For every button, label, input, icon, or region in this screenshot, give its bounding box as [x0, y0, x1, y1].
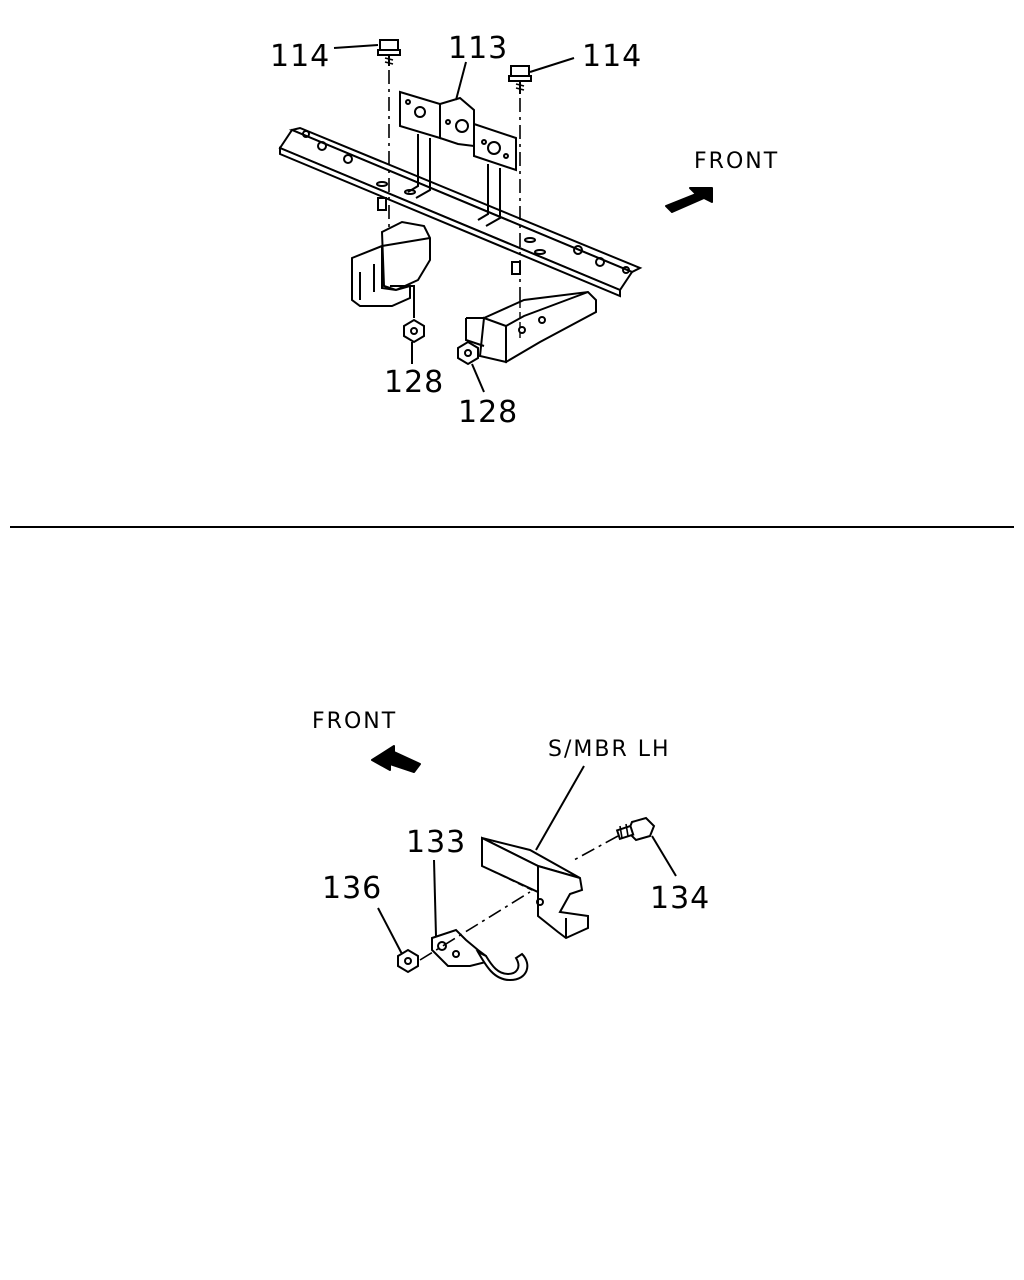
label-136: 136	[322, 871, 382, 906]
label-128-left: 128	[384, 365, 444, 400]
nut-136	[397, 948, 419, 974]
label-128-right: 128	[458, 395, 518, 430]
side-member-right	[465, 261, 597, 364]
nut-128-left	[403, 318, 425, 344]
tow-hook-133	[431, 928, 529, 982]
label-114-left: 114	[270, 39, 330, 74]
label-front-top: FRONT	[694, 149, 779, 174]
assembly-axis	[419, 891, 531, 961]
nut-128-right	[457, 340, 479, 366]
label-133: 133	[406, 825, 466, 860]
bolt-114-left	[377, 39, 401, 250]
label-113: 113	[448, 31, 508, 66]
label-114-right: 114	[582, 39, 642, 74]
bracket-113	[399, 90, 517, 227]
side-member-left	[351, 197, 431, 318]
top-assembly	[278, 39, 713, 393]
arrow-icon	[371, 745, 421, 773]
label-front-bottom: FRONT	[312, 709, 397, 734]
bottom-assembly	[371, 745, 677, 982]
label-s-mbr-lh: S/MBR LH	[548, 737, 671, 762]
cross-rail	[278, 126, 643, 298]
side-member-lh	[481, 836, 589, 940]
bottom-leaders	[377, 765, 677, 955]
arrow-icon	[665, 187, 713, 213]
top-leaders	[333, 44, 575, 393]
bolt-134	[573, 816, 656, 861]
label-134: 134	[650, 881, 710, 916]
